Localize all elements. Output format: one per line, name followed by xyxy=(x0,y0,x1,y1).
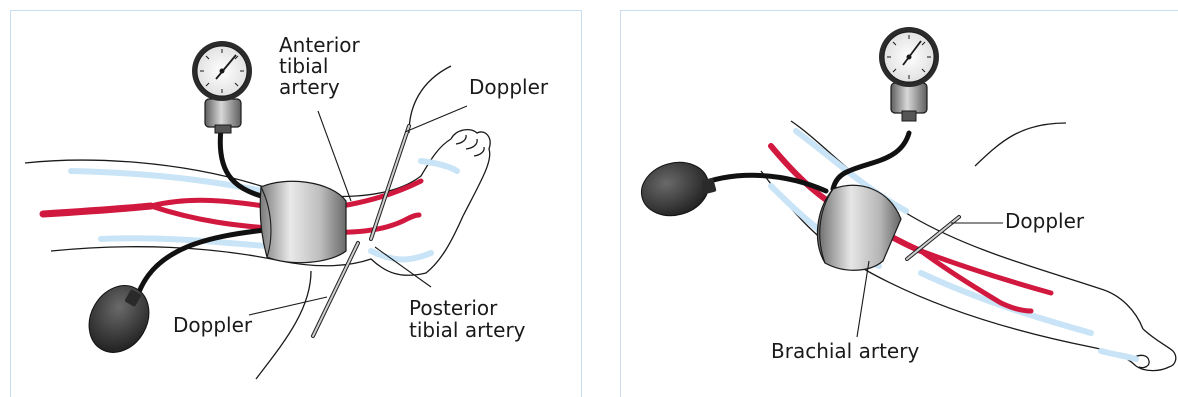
arm-measurement-panel: Doppler Brachial artery xyxy=(620,10,1178,397)
blood-pressure-cuff xyxy=(260,181,346,262)
pressure-gauge-icon xyxy=(192,41,252,133)
doppler-label-bottom: Doppler xyxy=(173,315,252,336)
posterior-tibial-artery-label: Posterior tibial artery xyxy=(409,297,526,341)
arteries xyxy=(43,181,421,232)
cuff-tubing xyxy=(696,133,909,191)
cuff-tubing xyxy=(136,129,273,301)
doppler-label-top: Doppler xyxy=(469,77,548,98)
inflation-bulb-icon xyxy=(635,155,716,223)
anterior-tibial-artery-label: Anterior tibial artery xyxy=(279,35,360,98)
doppler-label: Doppler xyxy=(1005,211,1084,232)
inflation-bulb-icon xyxy=(77,275,160,364)
pressure-gauge-icon xyxy=(879,27,939,121)
leg-measurement-panel: Anterior tibial artery Doppler Doppler P… xyxy=(10,10,582,397)
brachial-artery-label: Brachial artery xyxy=(771,341,919,362)
